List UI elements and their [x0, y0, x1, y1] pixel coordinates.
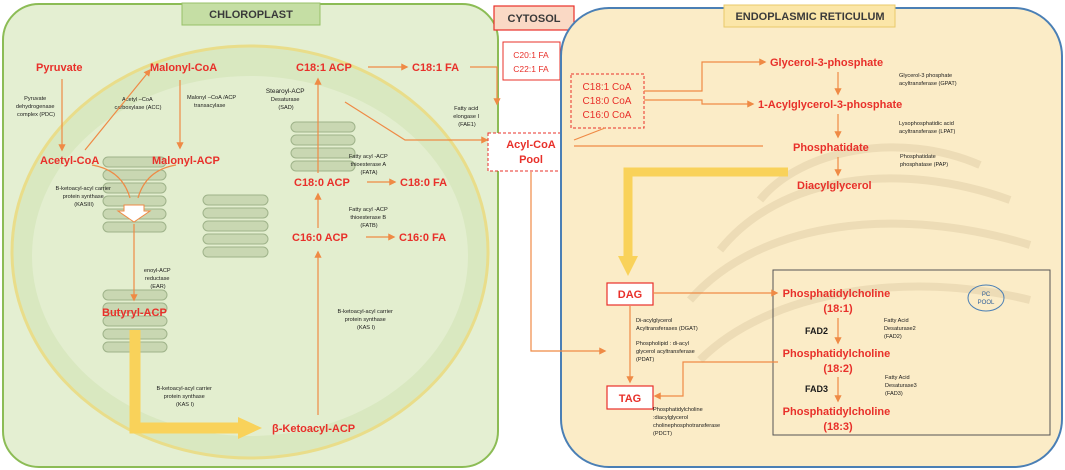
- kasi-right-enzyme-label: B-ketoacyl-acyl carrier protein synthase…: [338, 309, 395, 331]
- malonyl-acp-label: Malonyl-ACP: [152, 155, 220, 167]
- pc-pool-badge: [967, 284, 1005, 312]
- acyl-coa-species-box: [570, 73, 645, 129]
- c16-0-fa-label: C16:0 FA: [399, 232, 446, 244]
- glycerol-3-phosphate-label: Glycerol-3-phosphate: [770, 57, 883, 69]
- er-cisternae-background: [686, 143, 1032, 363]
- acyl-coa-pool-label-line1: Acyl-CoA: [506, 139, 556, 151]
- chloroplast-pathway-arrows: [58, 63, 501, 415]
- chloroplast-compartment: CHLOROPLAST: [2, 2, 501, 468]
- pdct-enzyme-label: Phosphatidylcholine :diacylglycerol chol…: [653, 407, 722, 437]
- c18-0-coa-label: C18:0 CoA: [583, 96, 632, 107]
- lpat-enzyme-label: Lysophosphatidic acid acyltransferase (L…: [899, 121, 956, 135]
- cytosol-region: CYTOSOL C20:1 FA C22:1 FA Acyl-CoA Pool: [487, 5, 575, 172]
- c20-c22-fa-box: [502, 41, 561, 81]
- pyruvate-label: Pyruvate: [36, 62, 82, 74]
- acyl-coa-pool-label-line2: Pool: [519, 154, 543, 166]
- chloroplast-title: CHLOROPLAST: [209, 9, 293, 21]
- c18-0-acp-label: C18:0 ACP: [294, 177, 350, 189]
- acc-enzyme-label: Acetyl –CoA carboxylase (ACC): [115, 97, 162, 111]
- c18-1-acp-label: C18:1 ACP: [296, 62, 352, 74]
- condensation-arrow-icon: [116, 204, 152, 223]
- c22-1-fa-label: C22:1 FA: [513, 64, 549, 74]
- er-compartment: ENDOPLASMIC RETICULUM C18:1 CoA C18:0 Co…: [530, 4, 1063, 468]
- kasi-bottom-enzyme-label: B-ketoacyl-acyl carrier protein synthase…: [157, 386, 214, 408]
- er-title-box: [723, 4, 896, 28]
- pap-enzyme-label: Phosphatidate phosphatase (PAP): [900, 154, 948, 168]
- fad3-enzyme-label: Fatty Acid Desaturase3 (FAD3): [885, 375, 918, 397]
- tag-box: [606, 385, 654, 410]
- c16-0-acp-label: C16:0 ACP: [292, 232, 348, 244]
- er-pathway-arrows: [530, 58, 842, 403]
- butyryl-to-ketoacyl-big-arrow: [129, 330, 262, 439]
- ear-enzyme-label: enoyl-ACP reductase (EAR): [144, 268, 172, 290]
- thylakoid-stack-right: [290, 121, 356, 172]
- gpat-enzyme-label: Glycerol-3 phosphate acyltransferase (GP…: [899, 73, 957, 87]
- ketoacyl-acp-label: β-Ketoacyl-ACP: [272, 423, 355, 435]
- dgat-enzyme-label: Di-acylglycerol Acyltransferases (DGAT): [636, 318, 698, 332]
- tag-label: TAG: [619, 393, 641, 405]
- butyryl-acp-label: Butyryl-ACP: [102, 307, 167, 319]
- c18-1-coa-label: C18:1 CoA: [583, 82, 632, 93]
- fatb-enzyme-label: Fatty acyl -ACP thioesterase B (FATB): [349, 207, 389, 229]
- fad3-label: FAD3: [805, 384, 828, 394]
- c18-0-fa-label: C18:0 FA: [400, 177, 447, 189]
- malonyl-coa-label: Malonyl-CoA: [150, 62, 217, 74]
- phosphatidate-label: Phosphatidate: [793, 142, 869, 154]
- pc-18-1-label: Phosphatidylcholine (18:1): [783, 288, 894, 315]
- pc-pool-region: [772, 269, 1051, 436]
- pc-18-3-label: Phosphatidylcholine (18:3): [783, 406, 894, 433]
- fata-enzyme-label: Fatty acyl -ACP thioesterase A (FATA): [349, 154, 389, 176]
- c18-1-fa-label: C18:1 FA: [412, 62, 459, 74]
- pc-pool-label-line1: PC: [982, 292, 991, 298]
- c20-1-fa-label: C20:1 FA: [513, 50, 549, 60]
- fad2-enzyme-label: Fatty Acid Desaturase2 (FAD2): [884, 318, 917, 340]
- fad2-label: FAD2: [805, 326, 828, 336]
- c16-0-coa-label: C16:0 CoA: [583, 110, 632, 121]
- thylakoid-stack-center: [202, 194, 269, 258]
- cytosol-title-box: [493, 5, 575, 31]
- sad-enzyme-label: Stearoyl-ACP Desaturase (SAD): [266, 88, 306, 111]
- fae1-enzyme-label: Fatty acid elongase I (FAE1): [453, 106, 480, 128]
- pc-pool-label-line2: POOL: [978, 300, 995, 306]
- acetyl-coa-label: Acetyl-CoA: [40, 155, 99, 167]
- acylglycerol-3-phosphate-label: 1-Acylglycerol-3-phosphate: [758, 99, 902, 111]
- diacylglycerol-label: Diacylglycerol: [797, 180, 872, 192]
- pdat-enzyme-label: Phospholipid : di-acyl glycerol acyltran…: [636, 341, 696, 363]
- pc-18-2-label: Phosphatidylcholine (18:2): [783, 348, 894, 375]
- kasiii-enzyme-label: B-ketoacyl-acyl carrier protein synthase…: [56, 186, 113, 208]
- diacylglycerol-to-dag-big-arrow: [618, 167, 788, 276]
- mat-enzyme-label: Malonyl –CoA /ACP transacylase: [187, 95, 238, 109]
- dag-box: [606, 282, 654, 306]
- er-title: ENDOPLASMIC RETICULUM: [735, 11, 884, 23]
- pdc-enzyme-label: Pyruvate dehydrogenase complex (PDC): [16, 96, 56, 118]
- cytosol-title: CYTOSOL: [508, 13, 561, 25]
- dag-label: DAG: [618, 289, 642, 301]
- chloroplast-title-box: [181, 2, 321, 26]
